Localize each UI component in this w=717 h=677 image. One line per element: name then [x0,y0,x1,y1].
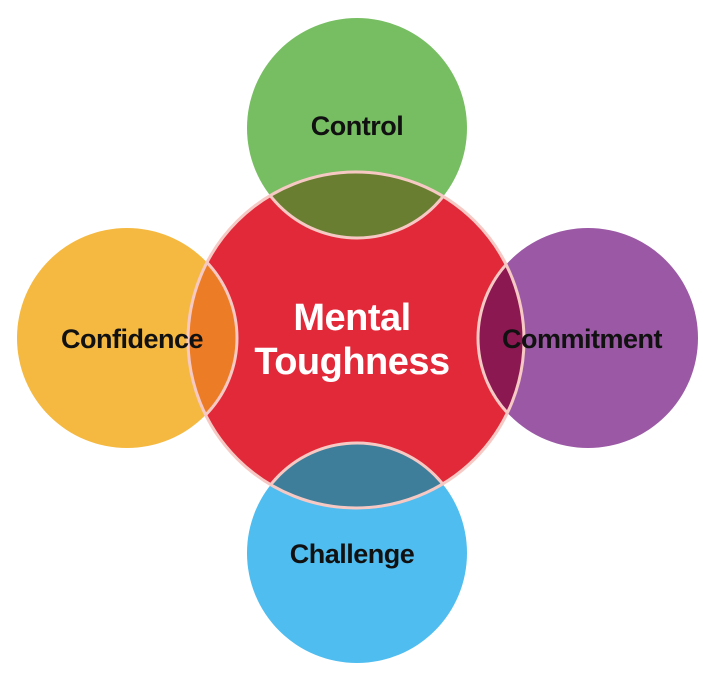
confidence-circle [17,228,237,448]
center-outline [186,170,526,510]
confidence-label: Confidence [61,324,203,354]
challenge-outline [245,441,469,508]
challenge-label: Challenge [290,539,415,569]
overlap-outlines [188,172,524,508]
commitment-outline [476,226,524,450]
center-label-line2: Toughness [254,341,449,383]
mental-toughness-circle [188,172,524,508]
control-outline [245,172,469,240]
control-label: Control [311,111,403,141]
center-label-line1: Mental [293,297,410,339]
commitment-circle [478,228,698,448]
confidence-outline [188,226,239,450]
commitment-label: Commitment [502,324,663,354]
